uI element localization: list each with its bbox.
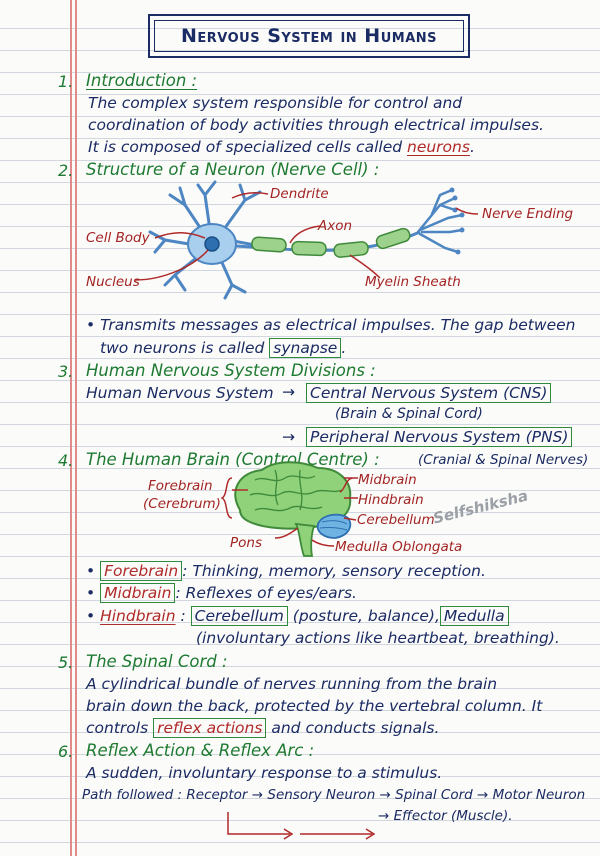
label-myelin-sheath: Myelin Sheath [365, 274, 461, 290]
arrow-to-pns: → [282, 428, 295, 446]
keyword-hindbrain: Hindbrain [100, 607, 176, 625]
hindbrain-line-2: (involuntary actions like heartbeat, bre… [196, 629, 560, 647]
section-4-number: 4. [58, 451, 74, 470]
label-dendrite: Dendrite [270, 186, 329, 202]
section-5-heading: The Spinal Cord : [86, 652, 228, 671]
myelin-segment-2 [291, 240, 327, 257]
section-2-number: 2. [58, 161, 74, 180]
label-pons: Pons [230, 535, 262, 551]
brain-stem-shape [294, 522, 316, 557]
section-6-number: 6. [58, 742, 74, 761]
cns-box: Central Nervous System (CNS) [306, 383, 552, 403]
path-end: → Effector (Muscle). [378, 808, 513, 824]
section-1-heading: Introduction : [86, 71, 198, 90]
label-cerebrum: (Cerebrum) [143, 496, 221, 512]
label-midbrain: Midbrain [358, 472, 417, 488]
myelin-segment-4 [375, 227, 411, 250]
arrow-to-cns: → [282, 383, 295, 401]
path-label: Path followed : [82, 787, 183, 803]
page-title: Nervous System in Humans [181, 25, 437, 47]
section-5-line-3: controls reflex actions and conducts sig… [86, 718, 440, 738]
section-1-line-3-end: . [469, 138, 475, 156]
section-3-number: 3. [58, 362, 74, 381]
pns-box: Peripheral Nervous System (PNS) [306, 427, 573, 447]
section-5-line-3-text: controls [86, 719, 154, 737]
title-box: Nervous System in Humans [148, 14, 470, 58]
label-cell-body: Cell Body [86, 230, 150, 246]
division-root: Human Nervous System [86, 384, 274, 402]
keyword-midbrain: Midbrain [100, 583, 176, 603]
section-5-line-1: A cylindrical bundle of nerves running f… [86, 675, 498, 693]
brain-item-forebrain: • Forebrain: Thinking, memory, sensory r… [86, 561, 486, 581]
title-inner-frame: Nervous System in Humans [154, 20, 464, 52]
label-axon: Axon [318, 218, 353, 234]
cns-note: (Brain & Spinal Cord) [335, 406, 483, 422]
path-sequence: Receptor → Sensory Neuron → Spinal Cord … [186, 787, 586, 803]
pns-note: (Cranial & Spinal Nerves) [418, 452, 589, 468]
section-5-line-3-end: and conducts signals. [266, 719, 440, 737]
keyword-cerebellum: Cerebellum [190, 606, 288, 626]
brain-item-midbrain: • Midbrain: Reflexes of eyes/ears. [86, 583, 357, 603]
label-nucleus: Nucleus [86, 274, 140, 290]
brain-diagram [220, 461, 358, 557]
label-nerve-ending: Nerve Ending [482, 206, 574, 222]
section-6-line-1: A sudden, involuntary response to a stim… [86, 764, 443, 782]
nucleus-shape [204, 236, 220, 252]
neuron-bullet-line-2-text: two neurons is called [100, 339, 270, 357]
brain-item-midbrain-text: : Reflexes of eyes/ears. [175, 584, 357, 602]
section-6-heading: Reflex Action & Reflex Arc : [86, 741, 315, 760]
label-forebrain: Forebrain [148, 478, 213, 494]
section-3-heading: Human Nervous System Divisions : [86, 361, 376, 380]
keyword-neurons: neurons [407, 138, 470, 156]
margin-line-1 [70, 0, 72, 856]
section-1-line-1: The complex system responsible for contr… [88, 94, 463, 112]
cerebellum-shape [316, 513, 352, 539]
hindbrain-mid-text: (posture, balance), [292, 607, 440, 625]
margin-line-2 [75, 0, 77, 856]
neuron-diagram [134, 180, 479, 300]
label-hindbrain: Hindbrain [358, 492, 424, 508]
neuron-bullet-line-2: two neurons is called synapse. [100, 338, 347, 358]
neuron-bullet-line-2-end: . [341, 339, 347, 357]
keyword-medulla: Medulla [439, 606, 509, 626]
brain-item-forebrain-text: : Thinking, memory, sensory reception. [182, 562, 486, 580]
reflex-path: Path followed : Receptor → Sensory Neuro… [82, 787, 585, 803]
section-1-line-3: It is composed of specialized cells call… [88, 138, 475, 156]
brain-item-hindbrain: • Hindbrain : Cerebellum (posture, balan… [86, 606, 509, 626]
keyword-forebrain: Forebrain [100, 561, 183, 581]
section-1-line-2: coordination of body activities through … [88, 116, 544, 134]
section-1-line-3-text: It is composed of specialized cells call… [88, 138, 407, 156]
keyword-synapse: synapse [269, 338, 342, 358]
section-5-number: 5. [58, 653, 74, 672]
neuron-bullet-line-1: • Transmits messages as electrical impul… [86, 316, 576, 334]
label-medulla-oblongata: Medulla Oblongata [335, 539, 463, 555]
section-5-line-2: brain down the back, protected by the ve… [86, 697, 543, 715]
keyword-reflex-actions: reflex actions [153, 718, 267, 738]
myelin-segment-1 [251, 236, 287, 253]
section-1-number: 1. [58, 72, 74, 91]
label-cerebellum: Cerebellum [357, 512, 435, 528]
section-2-heading: Structure of a Neuron (Nerve Cell) : [86, 160, 380, 179]
hindbrain-separator: : [180, 607, 186, 625]
